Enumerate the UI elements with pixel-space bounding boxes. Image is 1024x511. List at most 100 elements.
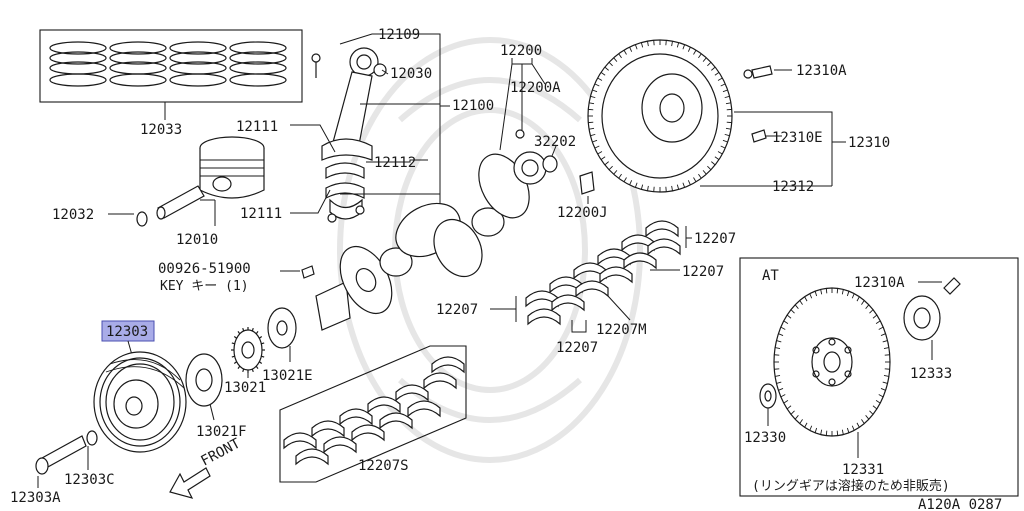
- part-label-12310A: 12310A: [796, 63, 847, 79]
- part-label-12200J: 12200J: [557, 205, 608, 221]
- piston-ring: [229, 73, 287, 87]
- bearing-shell: [647, 238, 681, 256]
- bearing-shell: [423, 372, 457, 390]
- woodruff-key: [301, 265, 315, 279]
- crank-pulley: [93, 351, 187, 453]
- ring-gear-note: (リングギアは溶接のため非販売): [752, 478, 950, 494]
- flywheel-bolt: [743, 65, 773, 79]
- piston: [199, 136, 265, 199]
- rod-bearings: [325, 162, 365, 199]
- bearing-shell: [367, 396, 401, 414]
- flywheel-dowel: [751, 129, 767, 143]
- part-label-12112: 12112: [374, 155, 416, 171]
- part-label-12207M: 12207M: [596, 322, 647, 338]
- part-label-12109: 12109: [378, 27, 420, 43]
- bearing-shell: [283, 432, 317, 450]
- part-label-12207-upper: 12207: [694, 231, 736, 247]
- watermark: [337, 37, 643, 463]
- main-bearings: [525, 220, 681, 326]
- part-label-12200A: 12200A: [510, 80, 561, 96]
- piston-ring: [109, 73, 167, 87]
- oil-seal-plate: [185, 353, 223, 407]
- bearing-shell: [311, 420, 345, 438]
- part-label-12111-top: 12111: [236, 119, 278, 135]
- drive-plate: [773, 287, 891, 437]
- part-label-12207-bottom: 12207: [556, 340, 598, 356]
- connecting-rod: [321, 47, 379, 161]
- part-label-32202: 32202: [534, 134, 576, 150]
- front-arrow: [169, 467, 211, 499]
- bearing-shell: [623, 252, 657, 270]
- front-direction-label: FRONT: [198, 435, 243, 469]
- part-label-00926-51900: 00926-51900: [158, 261, 251, 277]
- part-label-12331: 12331: [842, 462, 884, 478]
- part-label-12310A-at: 12310A: [854, 275, 905, 291]
- bearing-shell: [551, 294, 585, 312]
- piston-ring: [229, 41, 287, 55]
- bearing-shell: [351, 424, 385, 442]
- pulley-washer: [86, 430, 98, 446]
- part-label-12333: 12333: [910, 366, 952, 382]
- part-label-12033: 12033: [140, 122, 182, 138]
- bearing-shell: [395, 384, 429, 402]
- part-label-12310E: 12310E: [772, 130, 823, 146]
- reinforcement-plate: [903, 295, 941, 341]
- flywheel: [587, 39, 733, 193]
- bearing-shell: [431, 356, 465, 374]
- bearing-shell: [295, 448, 329, 466]
- part-label-12303A: 12303A: [10, 490, 61, 506]
- piston-ring: [169, 73, 227, 87]
- bearing-shell: [323, 436, 357, 454]
- at-heading: AT: [762, 268, 779, 284]
- part-label-12200: 12200: [500, 43, 542, 59]
- part-label-13021F: 13021F: [196, 424, 247, 440]
- bearing-set-12207S: [279, 345, 467, 483]
- crank-pilot-bushing: [515, 129, 595, 195]
- part-label-12032: 12032: [52, 207, 94, 223]
- piston-ring: [109, 41, 167, 55]
- bearing-shell: [339, 408, 373, 426]
- piston-ring: [49, 41, 107, 55]
- rod-bushing: [373, 63, 387, 77]
- piston-ring: [169, 51, 227, 65]
- part-label-12207S: 12207S: [358, 458, 409, 474]
- part-label-12207-right: 12207: [682, 264, 724, 280]
- part-label-12310: 12310: [848, 135, 890, 151]
- bearing-shell: [407, 400, 441, 418]
- part-label-12207-left: 12207: [436, 302, 478, 318]
- part-label-12010: 12010: [176, 232, 218, 248]
- chain-guide-washer: [267, 307, 297, 349]
- bearing-shell: [527, 308, 561, 326]
- piston-ring: [49, 73, 107, 87]
- piston-ring: [109, 51, 167, 65]
- part-label-12312: 12312: [772, 179, 814, 195]
- rod-cap: [327, 198, 365, 223]
- part-label-13021E: 13021E: [262, 368, 313, 384]
- rod-bolt: [311, 53, 321, 78]
- piston-ring-set: [39, 29, 303, 120]
- at-drive-plate-box: [739, 257, 1019, 497]
- snap-ring: [136, 211, 148, 227]
- pilot-spacer: [759, 383, 777, 409]
- part-label-12111-bottom: 12111: [240, 206, 282, 222]
- part-label-13021: 13021: [224, 380, 266, 396]
- piston-pin: [156, 185, 205, 220]
- bearing-shell: [379, 412, 413, 430]
- diagram-reference: A120A 0287: [918, 497, 1002, 511]
- bearing-shell: [645, 220, 679, 238]
- part-label-12303[interactable]: 12303: [106, 324, 148, 340]
- part-label-12303C: 12303C: [64, 472, 115, 488]
- crank-sprocket: [231, 327, 265, 373]
- pulley-bolt: [35, 435, 87, 475]
- piston-ring: [169, 41, 227, 55]
- crankshaft: [315, 151, 547, 331]
- part-label-12100: 12100: [452, 98, 494, 114]
- piston-ring: [49, 51, 107, 65]
- bearing-shell: [599, 266, 633, 284]
- part-label-12030: 12030: [390, 66, 432, 82]
- part-label-12330: 12330: [744, 430, 786, 446]
- key-note: KEY キー (1): [160, 279, 249, 294]
- piston-ring: [229, 51, 287, 65]
